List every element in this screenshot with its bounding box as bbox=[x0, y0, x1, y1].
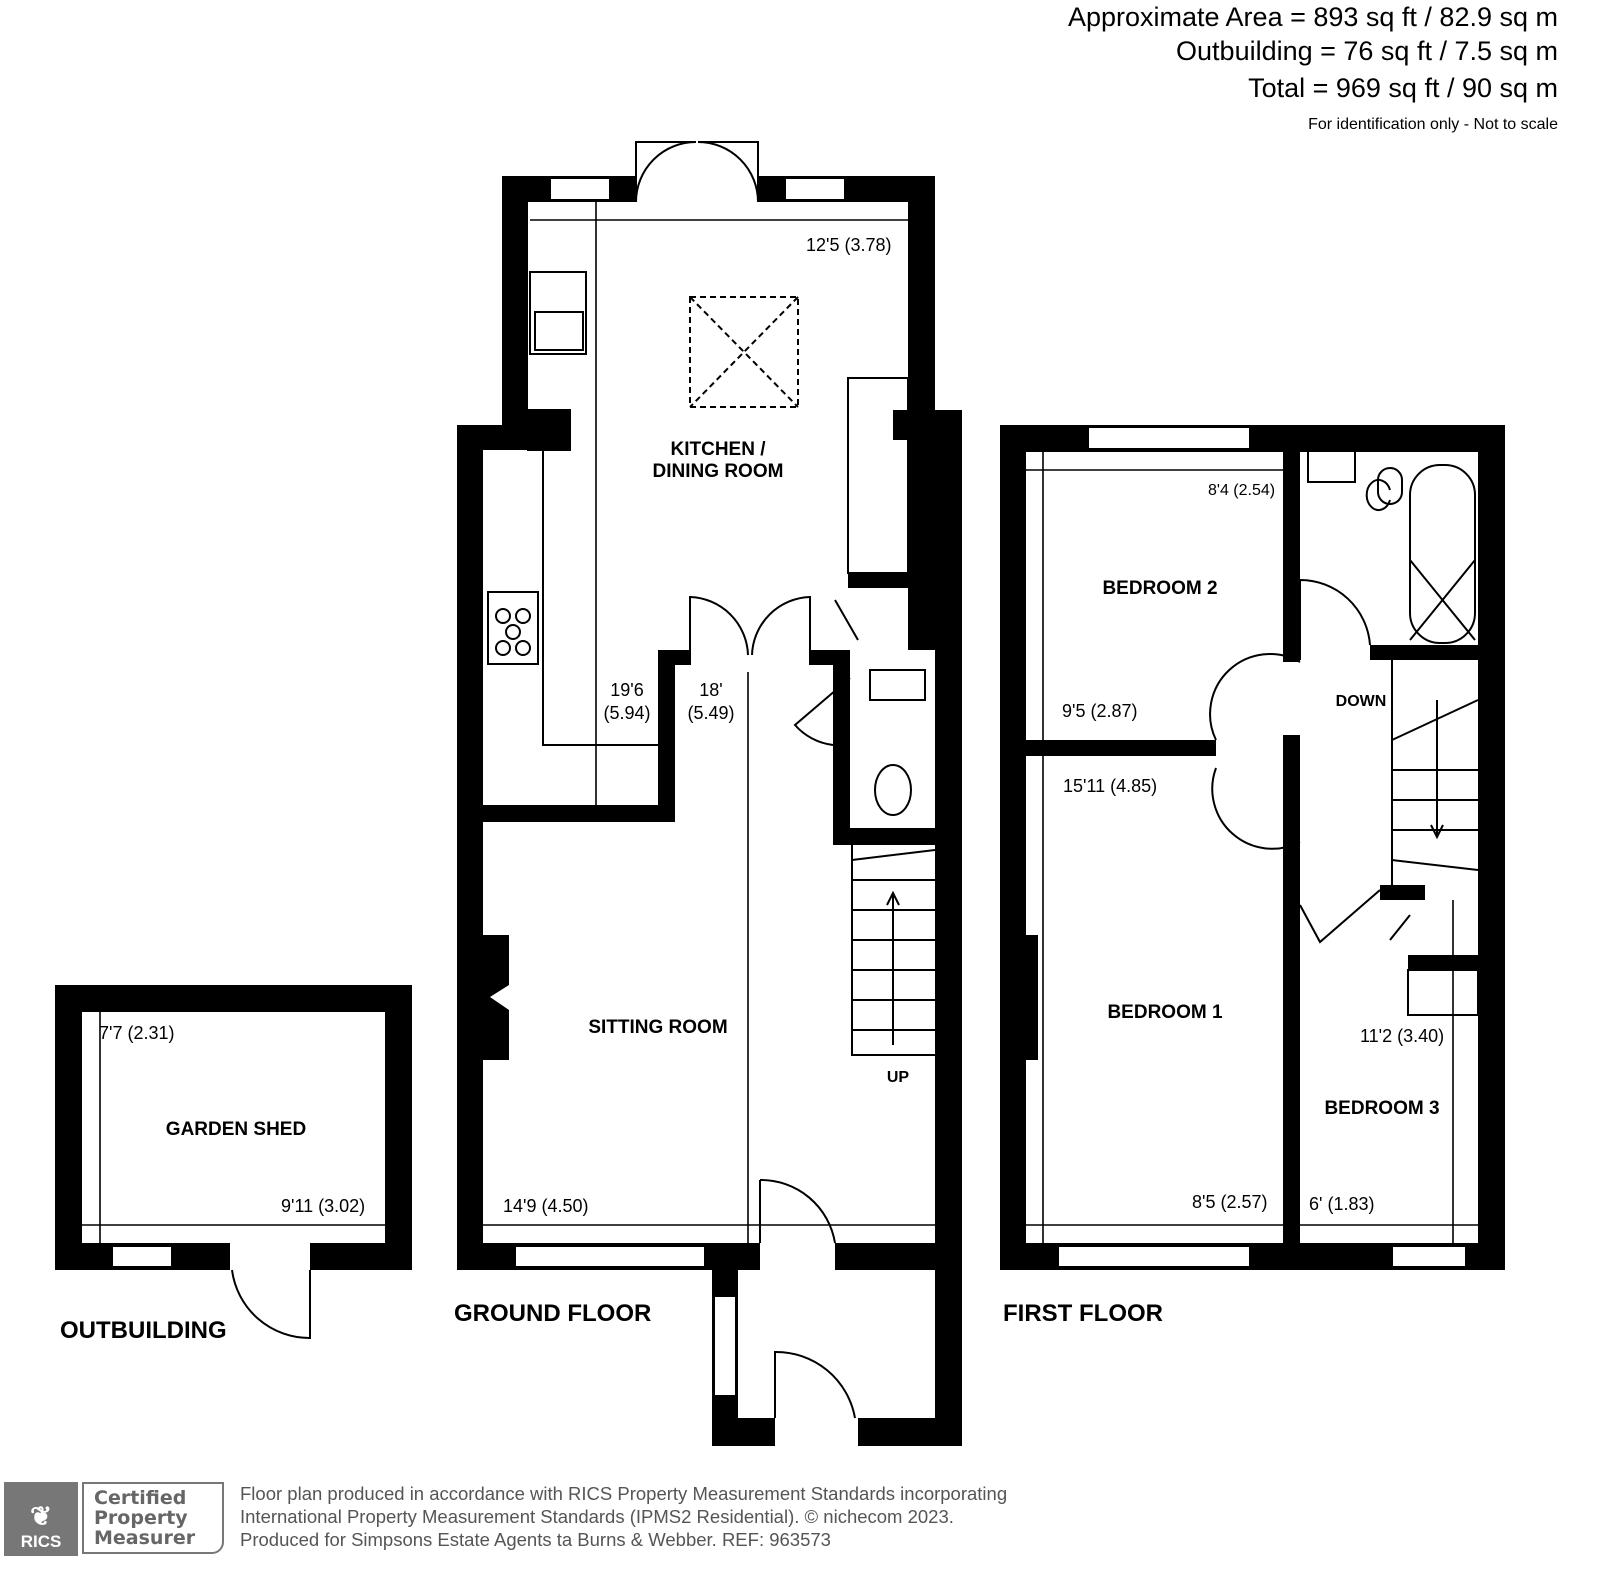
kitchen-length-ft: 19'6 bbox=[610, 680, 643, 700]
bed2-length-dim: 9'5 (2.87) bbox=[1062, 701, 1137, 721]
ground-floor-title: GROUND FLOOR bbox=[454, 1300, 651, 1327]
bed2-width-dim: 8'4 (2.54) bbox=[1208, 482, 1275, 499]
shed-width-dim: 9'11 (3.02) bbox=[281, 1196, 365, 1216]
outbuilding-area: Outbuilding = 76 sq ft / 7.5 sq m bbox=[1176, 36, 1558, 66]
ground-floor-dimensions bbox=[483, 202, 935, 1243]
bedroom3-label: BEDROOM 3 bbox=[1324, 1098, 1439, 1119]
rics-logo: ❦ RICS bbox=[4, 1482, 78, 1556]
bed3-length-dim: 11'2 (3.40) bbox=[1360, 1026, 1444, 1046]
bedroom1-label: BEDROOM 1 bbox=[1107, 1002, 1223, 1023]
bedroom2-label: BEDROOM 2 bbox=[1102, 578, 1217, 599]
kitchen-label-2: DINING ROOM bbox=[653, 461, 784, 482]
ground-floor-fixtures bbox=[487, 141, 936, 1419]
kitchen-length-m: (5.94) bbox=[603, 703, 650, 723]
sitting-length-m: (5.49) bbox=[687, 703, 734, 723]
sitting-width-dim: 14'9 (4.50) bbox=[503, 1196, 589, 1216]
lion-icon: ❦ bbox=[30, 1501, 52, 1531]
shed-length-dim: 7'7 (2.31) bbox=[99, 1023, 174, 1043]
footer-line-3: Produced for Simpsons Estate Agents ta B… bbox=[240, 1529, 831, 1550]
outbuilding-title: OUTBUILDING bbox=[60, 1317, 227, 1344]
scale-note: For identification only - Not to scale bbox=[1308, 116, 1558, 133]
bed3-width-dim: 6' (1.83) bbox=[1309, 1194, 1374, 1214]
kitchen-label-1: KITCHEN / bbox=[671, 439, 767, 460]
stairs-up-label: UP bbox=[887, 1069, 910, 1086]
first-floor-dimensions bbox=[1026, 452, 1478, 1243]
sitting-room-label: SITTING ROOM bbox=[588, 1017, 727, 1038]
approximate-area: Approximate Area = 893 sq ft / 82.9 sq m bbox=[1067, 2, 1558, 32]
total-area: Total = 969 sq ft / 90 sq m bbox=[1248, 73, 1558, 103]
certified-property-measurer-badge: Certified Property Measurer bbox=[82, 1482, 224, 1554]
stairs-down-label: DOWN bbox=[1336, 693, 1387, 710]
footer-line-2: International Property Measurement Stand… bbox=[240, 1506, 954, 1527]
first-floor-fixtures bbox=[1209, 452, 1479, 1016]
footer-line-1: Floor plan produced in accordance with R… bbox=[240, 1483, 1008, 1504]
kitchen-width-dim: 12'5 (3.78) bbox=[806, 235, 892, 255]
first-floor-title: FIRST FLOOR bbox=[1003, 1300, 1163, 1327]
outbuilding-walls bbox=[55, 985, 412, 1340]
bed1-width-dim: 8'5 (2.57) bbox=[1192, 1192, 1267, 1212]
footer-text: Floor plan produced in accordance with R… bbox=[240, 1482, 1007, 1551]
first-floor-walls bbox=[1000, 425, 1505, 1270]
sitting-length-ft: 18' bbox=[699, 680, 722, 700]
ground-floor-walls bbox=[457, 176, 962, 1446]
bed1-length-dim: 15'11 (4.85) bbox=[1063, 776, 1157, 796]
garden-shed-label: GARDEN SHED bbox=[166, 1119, 306, 1140]
